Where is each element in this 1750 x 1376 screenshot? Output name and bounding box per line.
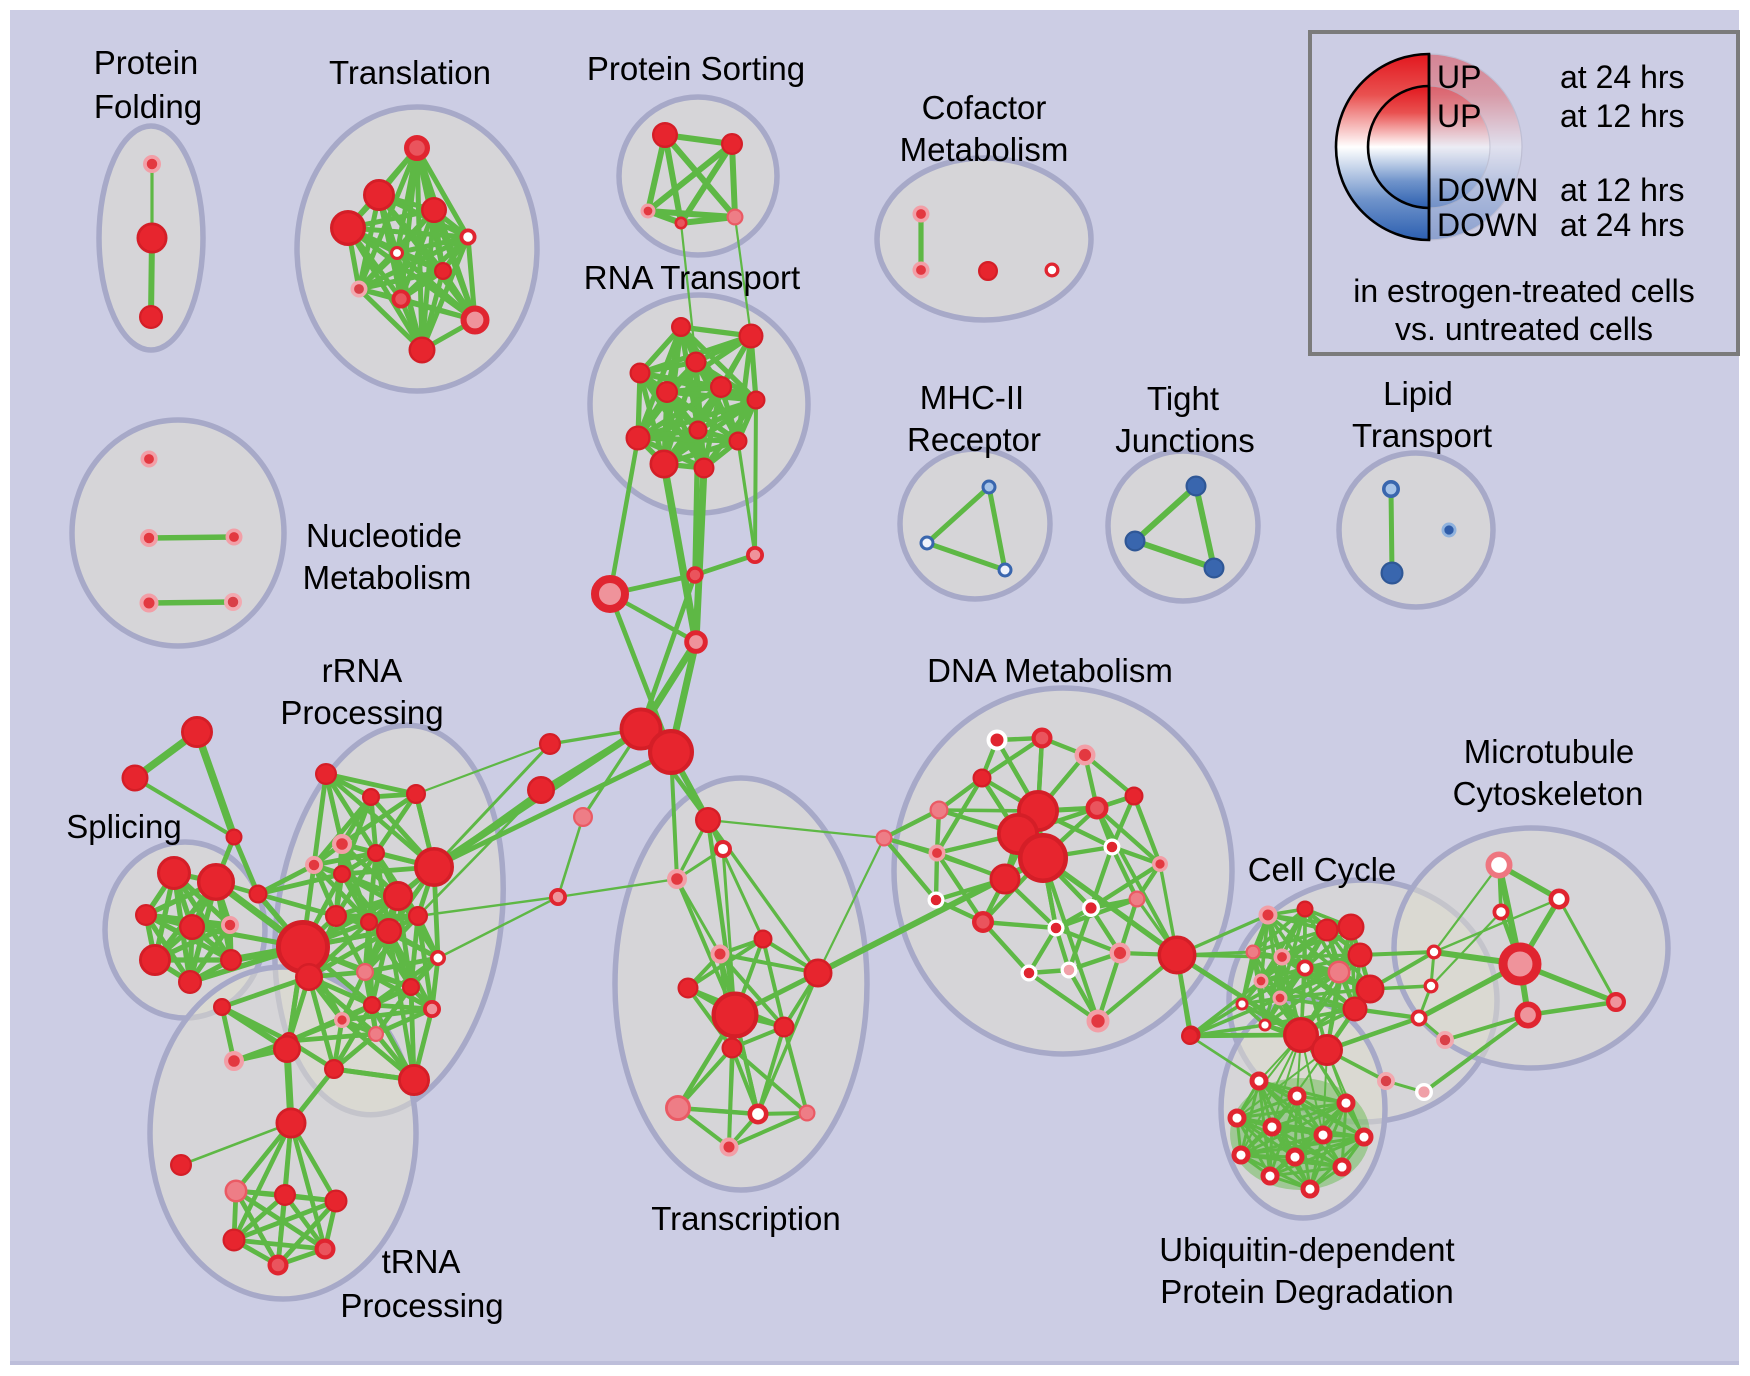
svg-text:Metabolism: Metabolism bbox=[900, 131, 1069, 168]
svg-text:tRNA: tRNA bbox=[382, 1243, 461, 1280]
svg-text:Nucleotide: Nucleotide bbox=[306, 517, 462, 554]
svg-text:Junctions: Junctions bbox=[1115, 422, 1254, 459]
svg-text:UP: UP bbox=[1437, 59, 1481, 95]
svg-text:Microtubule: Microtubule bbox=[1464, 733, 1635, 770]
svg-text:Cytoskeleton: Cytoskeleton bbox=[1453, 775, 1644, 812]
svg-text:Ubiquitin-dependent: Ubiquitin-dependent bbox=[1159, 1231, 1454, 1268]
svg-text:DOWN: DOWN bbox=[1437, 172, 1538, 208]
svg-text:Metabolism: Metabolism bbox=[303, 559, 472, 596]
svg-text:UP: UP bbox=[1437, 98, 1481, 134]
svg-text:RNA Transport: RNA Transport bbox=[584, 259, 800, 296]
svg-text:Processing: Processing bbox=[280, 694, 443, 731]
svg-text:Tight: Tight bbox=[1147, 380, 1219, 417]
svg-text:vs. untreated cells: vs. untreated cells bbox=[1395, 311, 1653, 347]
svg-text:Folding: Folding bbox=[94, 88, 202, 125]
svg-text:at 12 hrs: at 12 hrs bbox=[1560, 172, 1685, 208]
svg-text:Receptor: Receptor bbox=[907, 421, 1041, 458]
svg-text:MHC-II: MHC-II bbox=[920, 379, 1024, 416]
svg-text:Protein Sorting: Protein Sorting bbox=[587, 50, 805, 87]
svg-text:at 24 hrs: at 24 hrs bbox=[1560, 59, 1685, 95]
svg-text:Processing: Processing bbox=[340, 1287, 503, 1324]
svg-text:Cofactor: Cofactor bbox=[922, 89, 1047, 126]
svg-text:Splicing: Splicing bbox=[66, 808, 182, 845]
svg-text:at 24 hrs: at 24 hrs bbox=[1560, 207, 1685, 243]
svg-text:in estrogen-treated cells: in estrogen-treated cells bbox=[1353, 273, 1695, 309]
svg-text:rRNA: rRNA bbox=[322, 652, 403, 689]
svg-text:Transport: Transport bbox=[1352, 417, 1492, 454]
svg-text:Protein: Protein bbox=[94, 44, 199, 81]
svg-text:Protein Degradation: Protein Degradation bbox=[1160, 1273, 1454, 1310]
svg-text:Cell Cycle: Cell Cycle bbox=[1248, 851, 1397, 888]
svg-text:Lipid: Lipid bbox=[1383, 375, 1453, 412]
svg-text:DOWN: DOWN bbox=[1437, 207, 1538, 243]
svg-text:DNA Metabolism: DNA Metabolism bbox=[927, 652, 1173, 689]
svg-text:Translation: Translation bbox=[329, 54, 491, 91]
svg-text:Transcription: Transcription bbox=[651, 1200, 841, 1237]
svg-text:at 12 hrs: at 12 hrs bbox=[1560, 98, 1685, 134]
